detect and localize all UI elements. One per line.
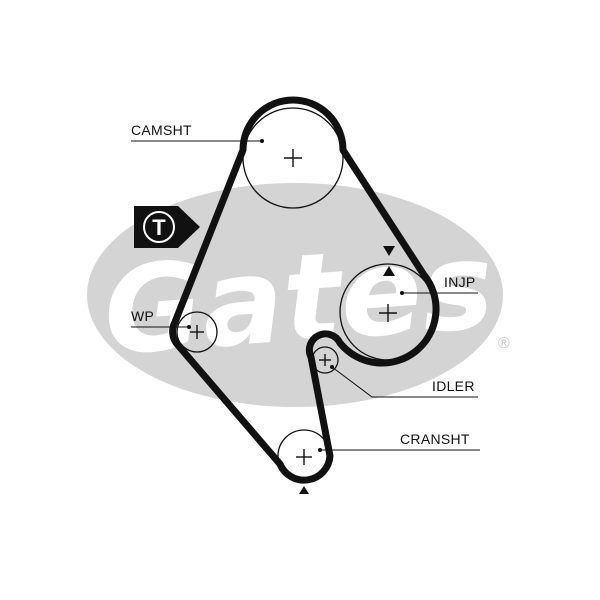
- water-pump-label: WP: [131, 308, 154, 324]
- water-pump-pulley: [176, 311, 218, 353]
- timing-belt: [169, 96, 440, 484]
- tensioner-badge-icon: T: [134, 206, 200, 248]
- idler-leader: [331, 366, 478, 398]
- plus-center-icon: [190, 149, 397, 465]
- tensioner-badge-letter: T: [152, 215, 166, 240]
- timing-mark-arrow-icon: [299, 246, 395, 494]
- camshaft-label: CAMSHT: [131, 122, 192, 138]
- idler-label: IDLER: [432, 378, 475, 394]
- leader-lines: [131, 140, 480, 451]
- watermark-registered-mark: ®: [498, 335, 510, 352]
- injection-pump-label: INJP: [444, 274, 476, 290]
- crankshaft-label: CRANSHT: [400, 431, 470, 447]
